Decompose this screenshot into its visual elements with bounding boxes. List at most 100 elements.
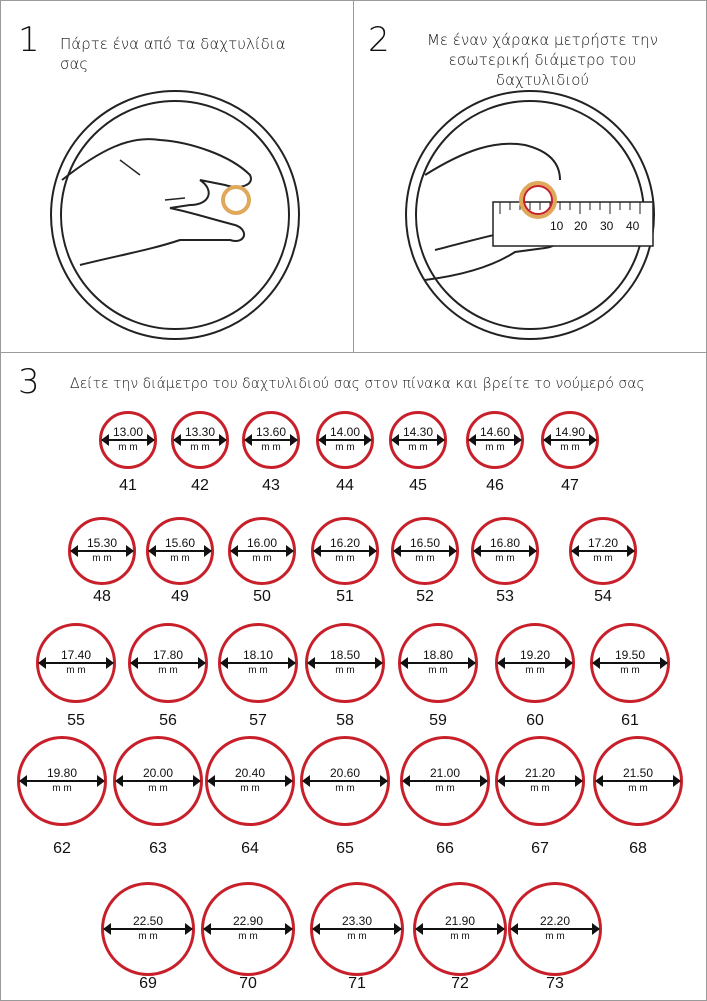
step-2-text-line-2: εσωτερική διάμετρο του δαχτυλιδιού <box>448 51 637 89</box>
diameter-value: 19.50 <box>614 648 646 662</box>
diameter-arrow-icon <box>543 434 597 446</box>
diameter-arrow-icon <box>130 657 206 669</box>
diameter-unit: m m <box>261 442 281 453</box>
diameter-value: 19.80 <box>46 766 78 780</box>
diameter-arrow-icon <box>510 923 600 935</box>
ruler-label-30: 30 <box>600 219 614 233</box>
diameter-unit: m m <box>347 931 367 942</box>
diameter-arrow-icon <box>318 434 372 446</box>
ring-size-number: 62 <box>53 840 71 857</box>
ring-size-number: 69 <box>139 975 157 992</box>
diameter-unit: m m <box>190 442 210 453</box>
ruler-label-20: 20 <box>574 219 588 233</box>
diameter-arrow-icon <box>468 434 522 446</box>
diameter-arrow-icon <box>497 657 573 669</box>
step-2-text-line-1: Με έναν χάρακα μετρήστε την <box>426 31 659 49</box>
diameter-arrow-icon <box>101 434 155 446</box>
ring-size-number: 52 <box>416 588 434 605</box>
ring-size-circle: 22.90 m m <box>201 882 295 976</box>
ring-size-number: 43 <box>262 477 280 494</box>
ring-size-number: 44 <box>336 477 354 494</box>
diameter-unit: m m <box>335 553 355 564</box>
diameter-unit: m m <box>148 783 168 794</box>
diameter-value: 17.80 <box>152 648 184 662</box>
diameter-arrow-icon <box>592 657 668 669</box>
diameter-unit: m m <box>628 783 648 794</box>
diameter-arrow-icon <box>70 545 134 557</box>
ring-size-number: 54 <box>594 588 612 605</box>
diameter-value: 22.20 <box>539 914 571 928</box>
ring-size-number: 51 <box>336 588 354 605</box>
diameter-value: 16.80 <box>489 536 521 550</box>
diameter-value: 20.00 <box>142 766 174 780</box>
ring-size-number: 42 <box>191 477 209 494</box>
diameter-value: 15.30 <box>86 536 118 550</box>
diameter-unit: m m <box>495 553 515 564</box>
diameter-arrow-icon <box>302 775 388 787</box>
ring-size-number: 56 <box>159 712 177 729</box>
diameter-unit: m m <box>450 931 470 942</box>
ring-size-number: 55 <box>67 712 85 729</box>
ring-size-circle: 19.80 m m <box>17 736 107 826</box>
diameter-unit: m m <box>415 553 435 564</box>
diameter-arrow-icon <box>173 434 227 446</box>
ring-size-number: 72 <box>451 975 469 992</box>
diameter-value: 17.40 <box>60 648 92 662</box>
diameter-arrow-icon <box>497 775 583 787</box>
diameter-arrow-icon <box>103 923 193 935</box>
diameter-value: 13.30 <box>184 425 216 439</box>
diameter-value: 22.90 <box>232 914 264 928</box>
diameter-unit: m m <box>408 442 428 453</box>
diameter-value: 22.50 <box>132 914 164 928</box>
diameter-arrow-icon <box>244 434 298 446</box>
ring-size-number: 41 <box>119 477 137 494</box>
diameter-unit: m m <box>92 553 112 564</box>
ring-size-number: 65 <box>336 840 354 857</box>
diameter-value: 17.20 <box>587 536 619 550</box>
diameter-value: 20.60 <box>329 766 361 780</box>
diameter-arrow-icon <box>400 657 476 669</box>
step-1-number: 1 <box>18 20 40 60</box>
ring-size-number: 58 <box>336 712 354 729</box>
diameter-unit: m m <box>530 783 550 794</box>
diameter-unit: m m <box>335 783 355 794</box>
diameter-unit: m m <box>593 553 613 564</box>
diameter-unit: m m <box>238 931 258 942</box>
ring-size-circle: 17.20 m m <box>569 517 637 585</box>
diameter-arrow-icon <box>393 545 457 557</box>
diameter-unit: m m <box>66 665 86 676</box>
ring-size-circle: 20.60 m m <box>300 736 390 826</box>
diameter-unit: m m <box>428 665 448 676</box>
ring-size-circle: 13.30 m m <box>171 411 229 469</box>
ring-size-number: 64 <box>241 840 259 857</box>
step-3-text: Δείτε την διάμετρο του δαχτυλιδιού σας σ… <box>70 376 645 392</box>
ring-size-number: 49 <box>171 588 189 605</box>
diameter-unit: m m <box>52 783 72 794</box>
diameter-arrow-icon <box>38 657 114 669</box>
ring-size-number: 46 <box>486 477 504 494</box>
ring-size-number: 50 <box>253 588 271 605</box>
step-1-text: Πάρτε ένα από τα δαχτυλίδια σας <box>60 35 286 73</box>
ring-size-circle: 15.30 m m <box>68 517 136 585</box>
ring-size-number: 68 <box>629 840 647 857</box>
diameter-value: 16.00 <box>246 536 278 550</box>
ring-size-number: 60 <box>526 712 544 729</box>
diameter-arrow-icon <box>230 545 294 557</box>
diameter-value: 18.10 <box>242 648 274 662</box>
